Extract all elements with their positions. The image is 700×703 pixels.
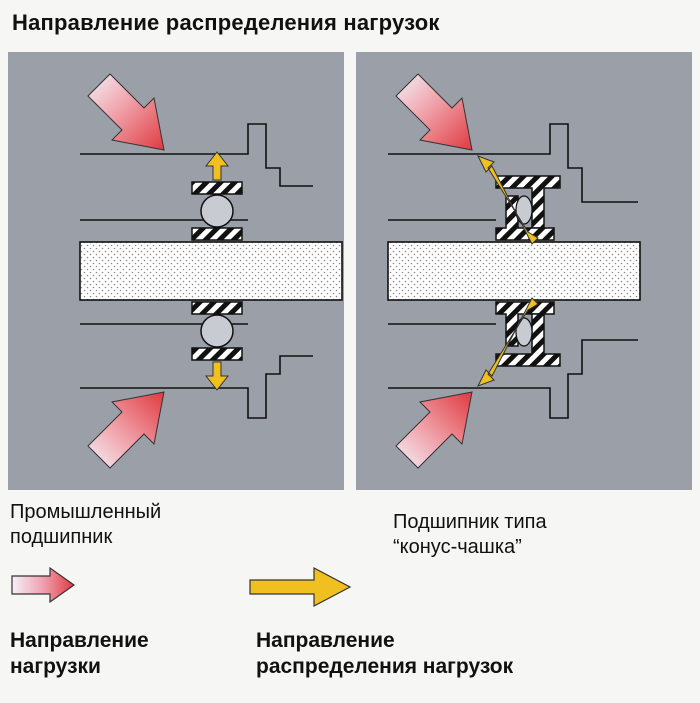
industrial-bearing-label: Промышленный подшипник (10, 501, 162, 548)
shaft (387, 241, 641, 301)
outer-race (191, 347, 243, 361)
load-arrow (395, 73, 473, 151)
ball (200, 314, 234, 348)
bearing-load-diagram (8, 52, 692, 490)
ball (200, 194, 234, 228)
distribution-arrow (476, 155, 539, 387)
load-arrow (395, 391, 473, 469)
inner-race (191, 301, 243, 315)
shaft (79, 241, 343, 301)
load-arrow (87, 73, 165, 151)
distribution-arrow (204, 151, 230, 391)
load-direction-legend-label: Направление нагрузки (10, 629, 149, 678)
inner-race (191, 227, 243, 241)
distribution-legend-arrow (249, 567, 352, 607)
distribution-legend-label: Направление распределения нагрузок (256, 629, 514, 678)
load-direction-legend-arrow (11, 566, 76, 604)
industrial-bearing-assembly (79, 123, 343, 419)
load-arrow (87, 391, 165, 469)
roller (515, 317, 533, 347)
outer-race (191, 181, 243, 195)
cone-cup-bearing-assembly (387, 123, 641, 419)
roller (515, 195, 533, 225)
cup (495, 313, 561, 367)
cone-cup-bearing-label: Подшипник типа “конус-чашка” (393, 511, 547, 558)
page-title: Направление распределения нагрузок (12, 10, 440, 35)
